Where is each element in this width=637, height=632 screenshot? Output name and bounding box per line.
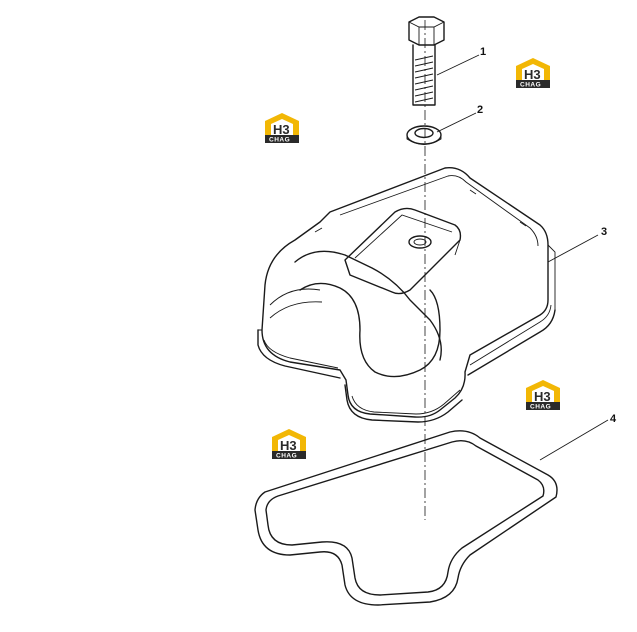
h3-logo-watermark: H3 CHAG [272, 429, 306, 460]
leader-line-4 [539, 419, 609, 461]
callout-3: 3 [601, 226, 607, 238]
callout-2: 2 [477, 104, 483, 116]
leader-line-1 [436, 54, 480, 76]
svg-text:CHAG: CHAG [276, 453, 297, 460]
h3-logo-watermark: H3 CHAG [265, 113, 299, 144]
valve-cover-part[interactable] [257, 167, 556, 423]
svg-text:H3: H3 [273, 122, 290, 137]
svg-text:CHAG: CHAG [520, 82, 541, 89]
callout-1: 1 [480, 46, 486, 58]
svg-text:CHAG: CHAG [530, 404, 551, 411]
svg-text:CHAG: CHAG [269, 137, 290, 144]
leader-line-2 [436, 112, 477, 133]
h3-logo-watermark: H3 CHAG [526, 380, 560, 411]
svg-text:H3: H3 [280, 438, 297, 453]
bolt-part[interactable] [408, 16, 445, 106]
washer-part[interactable] [406, 125, 442, 145]
gasket-part[interactable] [254, 430, 558, 606]
svg-text:H3: H3 [534, 389, 551, 404]
callout-4: 4 [610, 413, 617, 425]
h3-logo-watermark: H3 CHAG [516, 58, 550, 89]
leader-line-3 [547, 234, 599, 263]
svg-text:H3: H3 [524, 67, 541, 82]
